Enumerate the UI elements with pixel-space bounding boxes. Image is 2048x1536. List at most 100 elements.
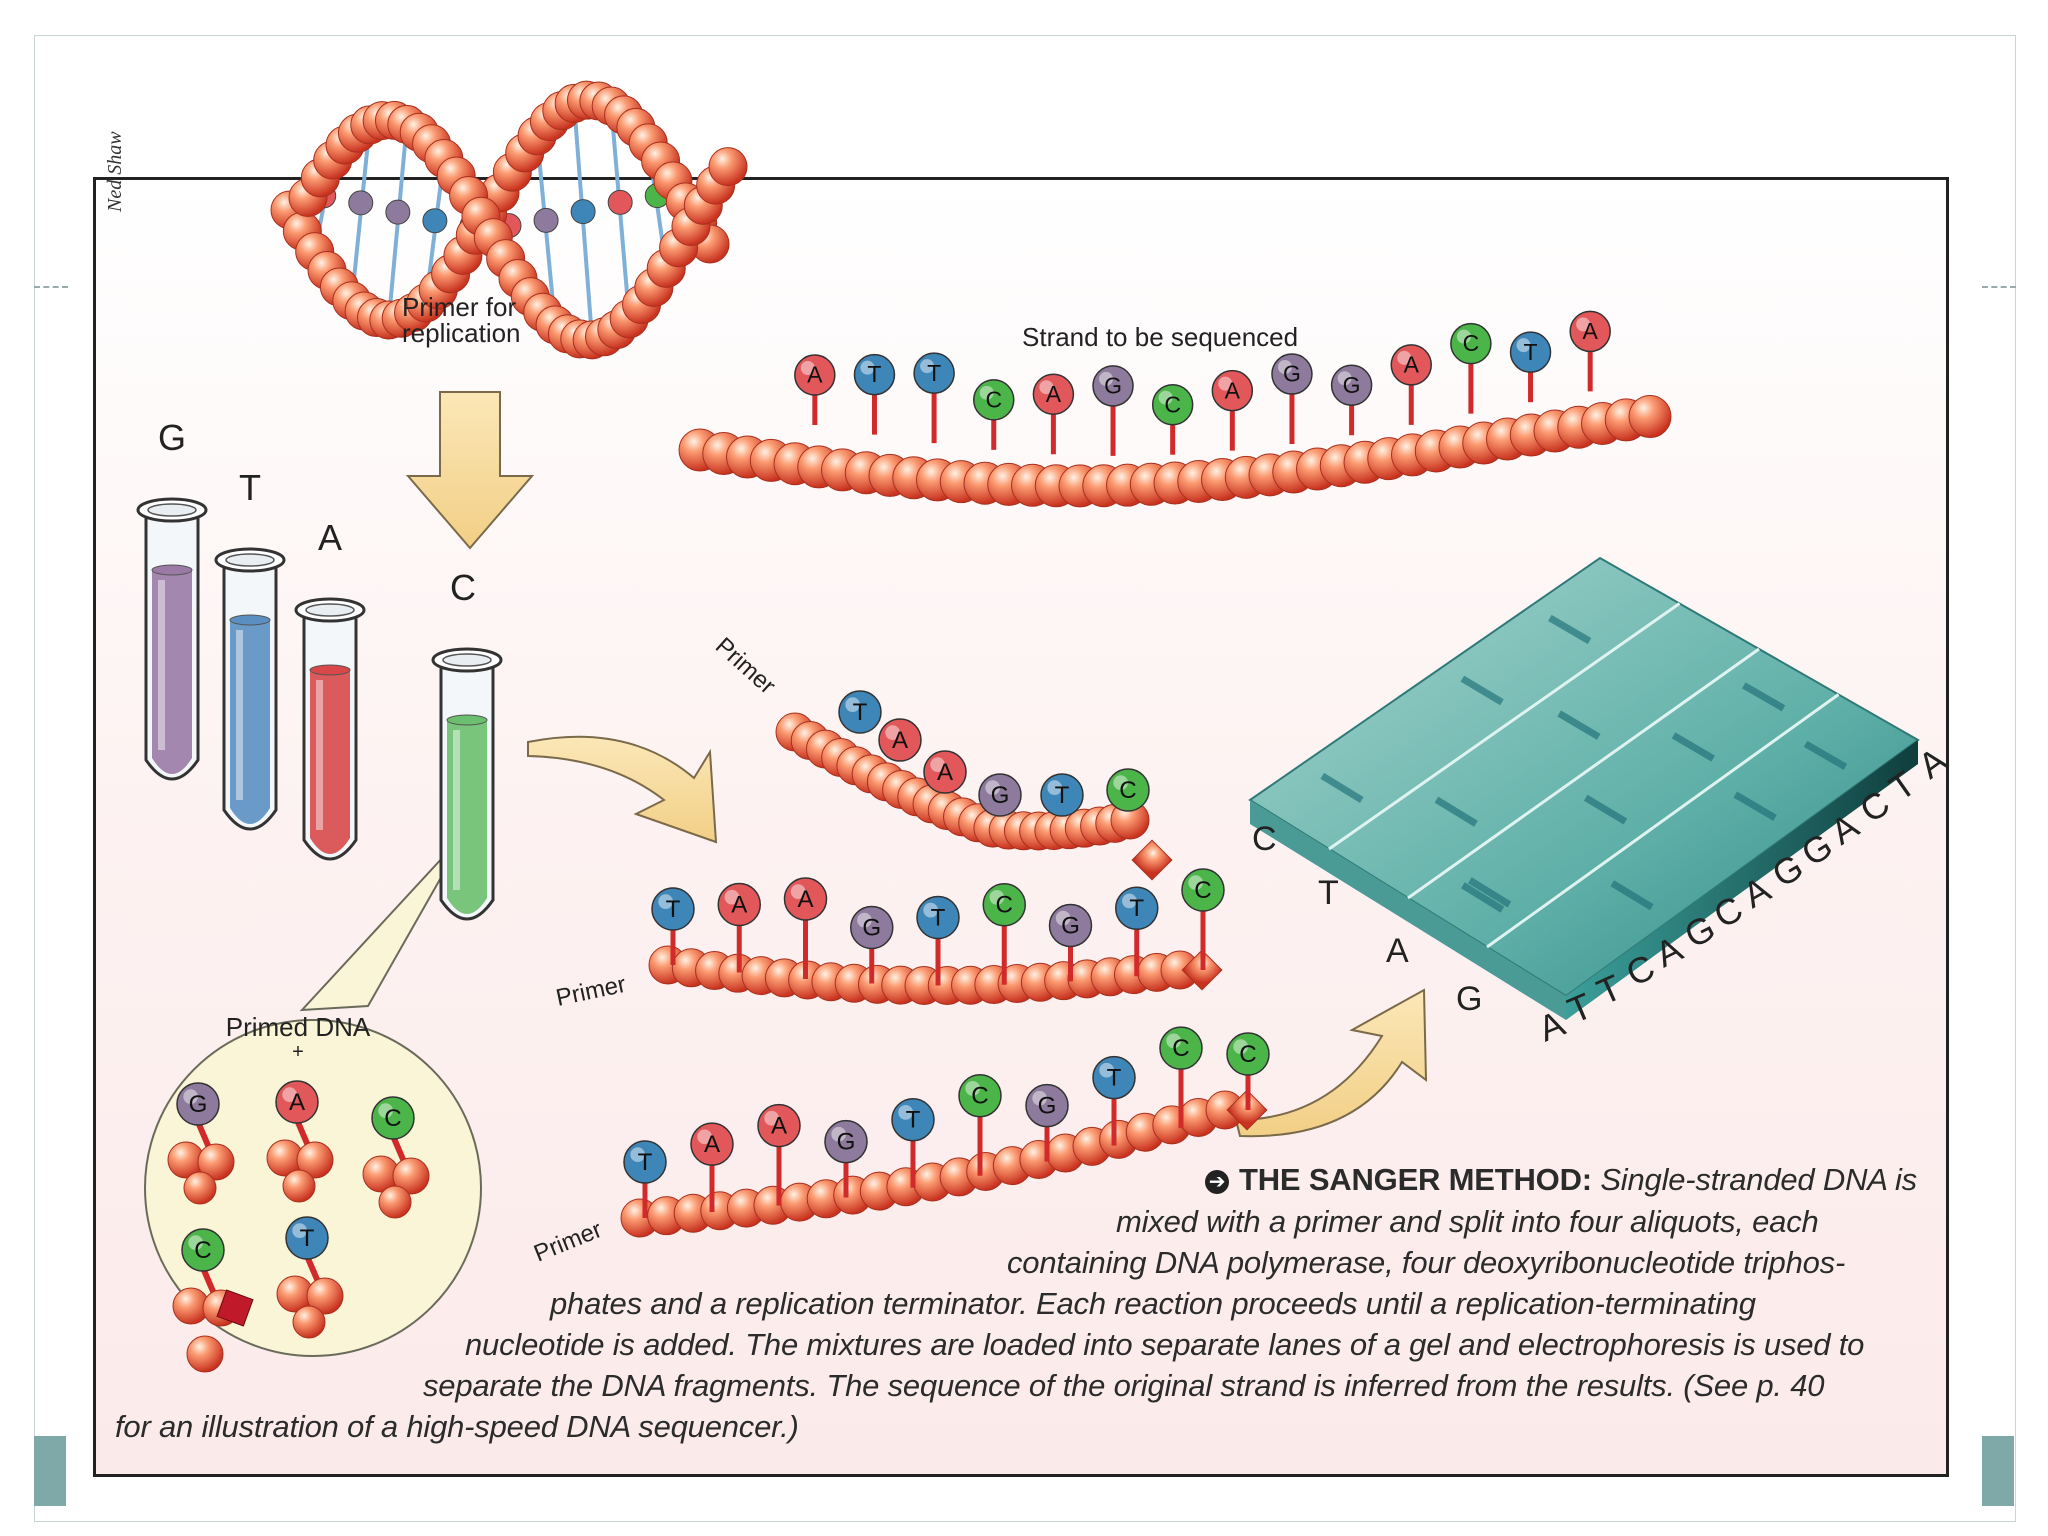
fragment-base-g: G <box>824 1119 868 1164</box>
gel-band <box>1320 772 1364 804</box>
strand-base-a: A <box>1390 344 1432 386</box>
gel-lane-divider <box>1486 693 1840 949</box>
base-letter: C <box>1463 330 1480 356</box>
primer-label-middle: Primer <box>554 971 629 1012</box>
gel-lane-label-t: T <box>1318 874 1339 912</box>
fragment-base-a: A <box>690 1122 734 1166</box>
base-letter: C <box>1164 391 1181 417</box>
free-nucleotide-c: C <box>371 1096 415 1140</box>
caption-line-4: phates and a replication terminator. Eac… <box>550 1286 1756 1321</box>
fragment-base-t: T <box>651 887 695 931</box>
gel-band <box>1803 740 1848 770</box>
base-letter: G <box>1061 912 1080 939</box>
gel-lane-label-a: A <box>1386 932 1409 970</box>
phosphate-bead <box>183 1171 217 1205</box>
base-letter: G <box>189 1091 208 1118</box>
caption-line-2: mixed with a primer and split into four … <box>1116 1204 1819 1239</box>
test-tube-a: A <box>294 517 366 861</box>
base-letter: G <box>1343 372 1361 398</box>
fragment-base-c: C <box>1181 868 1225 912</box>
slide-divider-left <box>34 286 68 288</box>
base-letter: G <box>1104 373 1122 399</box>
base-letter: C <box>1172 1035 1189 1062</box>
base-letter: G <box>862 914 881 941</box>
base-letter: G <box>837 1129 856 1156</box>
gel-lane-divider <box>1328 602 1681 851</box>
helix-base-bead <box>607 189 633 215</box>
strand-base-g: G <box>1092 365 1134 407</box>
phosphate-bead <box>392 1157 430 1195</box>
circle-arrow-icon: ➔ <box>1205 1170 1229 1194</box>
gel-band <box>1548 614 1592 645</box>
fragment-base-a: A <box>878 718 922 762</box>
base-letter: A <box>807 362 823 388</box>
free-nucleotide-c: C <box>181 1228 225 1272</box>
gel-band <box>1461 882 1505 913</box>
strand-base-t: T <box>1509 331 1552 373</box>
base-letter: T <box>853 699 868 726</box>
base-letter: T <box>300 1225 315 1252</box>
primer-for-replication-label: Primer for replication <box>402 292 523 348</box>
fragment-base-c: C <box>1106 768 1150 812</box>
fragment-base-t: T <box>1092 1055 1136 1100</box>
terminator-block <box>216 1289 254 1327</box>
base-letter: T <box>1055 782 1070 809</box>
strand-base-a: A <box>1211 369 1254 412</box>
fragment-base-c: C <box>1226 1032 1270 1076</box>
tube-label: C <box>450 567 476 608</box>
base-letter: T <box>1129 895 1144 922</box>
base-letter: C <box>971 1083 988 1110</box>
test-tube-c: C <box>431 567 503 921</box>
helix-base-bead <box>385 199 411 225</box>
strand-to-be-sequenced-label: Strand to be sequenced <box>1022 322 1298 352</box>
base-letter: A <box>1046 381 1062 407</box>
gel-band <box>1610 880 1654 911</box>
plus-label: + <box>292 1041 304 1063</box>
fragment-base-a: A <box>717 882 761 927</box>
gel-lane-label-c: C <box>1252 820 1277 858</box>
base-letter: C <box>996 892 1013 919</box>
base-letter: T <box>638 1149 653 1176</box>
fragment-base-c: C <box>1159 1026 1203 1070</box>
fragment-base-a: A <box>923 750 967 794</box>
gel-band <box>1671 732 1715 762</box>
phosphate-bead <box>378 1185 412 1219</box>
strand-base-c: C <box>973 379 1015 421</box>
fragment-base-g: G <box>1048 903 1093 948</box>
caption-text-1: Single-stranded DNA is <box>1600 1162 1917 1197</box>
fragment-base-t: T <box>623 1140 667 1184</box>
base-letter: G <box>991 782 1010 809</box>
strand-base-a: A <box>1032 373 1075 415</box>
gel-band <box>1434 796 1478 827</box>
fragment-base-t: T <box>838 690 882 734</box>
tube-label: A <box>318 517 342 558</box>
caption-line-5: nucleotide is added. The mixtures are lo… <box>465 1327 1865 1362</box>
fragment-base-g: G <box>978 773 1022 817</box>
base-letter: A <box>704 1131 721 1158</box>
speech-bubble-pointer <box>299 829 469 1012</box>
gel-band <box>1468 877 1512 908</box>
test-tube-t: T <box>214 467 286 831</box>
helix-base-bead <box>348 190 374 216</box>
base-letter: A <box>771 1113 788 1140</box>
base-letter: T <box>867 361 881 387</box>
helix-base-bead <box>570 199 596 225</box>
base-letter: G <box>1038 1093 1057 1120</box>
fragment-base-a: A <box>783 877 828 921</box>
strand-base-c: C <box>1450 322 1492 365</box>
base-letter: G <box>1283 361 1301 387</box>
phosphate-bead <box>306 1277 344 1315</box>
gel-band <box>1557 710 1601 740</box>
gel-lane-label-g: G <box>1456 980 1482 1018</box>
gel-band <box>1460 675 1504 706</box>
base-letter: A <box>1404 351 1420 377</box>
down-arrow-icon <box>405 391 535 550</box>
base-letter: T <box>1107 1065 1122 1092</box>
test-tube-g: G <box>136 417 208 781</box>
slide-divider-right <box>1982 286 2016 288</box>
free-nucleotide-a: A <box>275 1080 319 1124</box>
helix-bead <box>708 147 748 187</box>
strand-base-g: G <box>1271 353 1313 395</box>
fragment-base-c: C <box>982 883 1026 927</box>
